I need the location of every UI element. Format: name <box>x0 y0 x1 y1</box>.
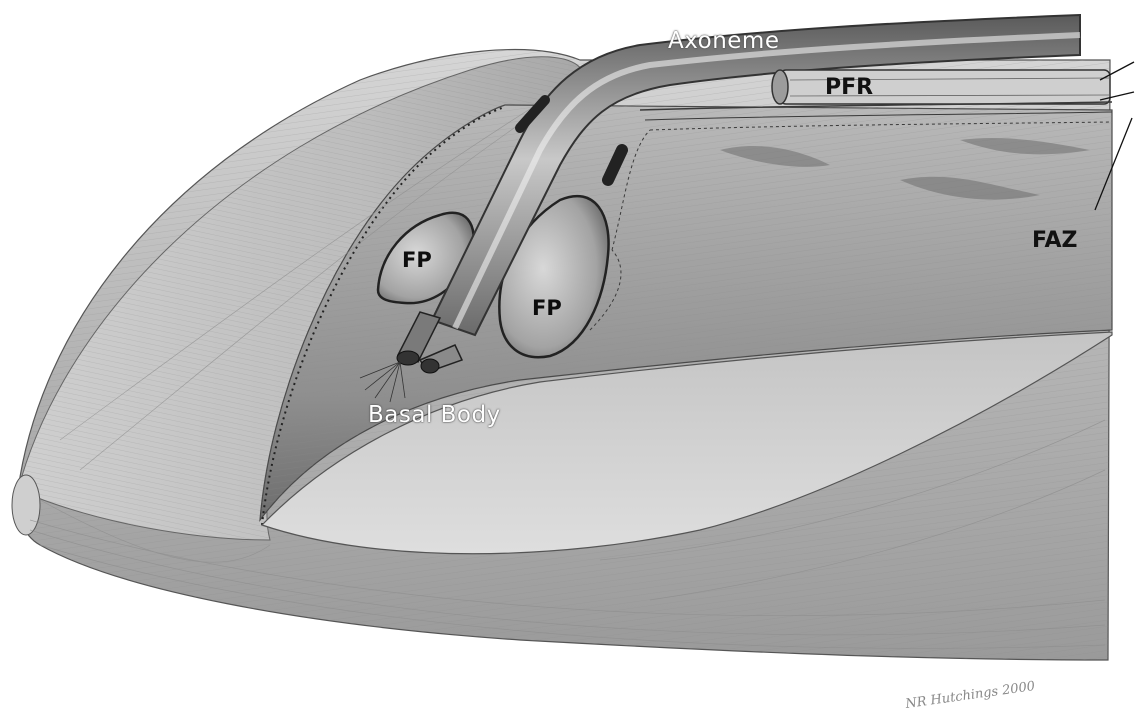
label-basal-body: Basal Body <box>368 402 501 428</box>
label-axoneme: Axoneme <box>668 28 780 54</box>
paraflagellar-rod <box>772 70 1110 104</box>
label-fp-right: FP <box>532 296 562 320</box>
label-pfr: PFR <box>825 75 873 100</box>
label-fp-left: FP <box>402 248 432 272</box>
label-faz: FAZ <box>1032 228 1077 253</box>
cell-tip <box>12 475 40 535</box>
